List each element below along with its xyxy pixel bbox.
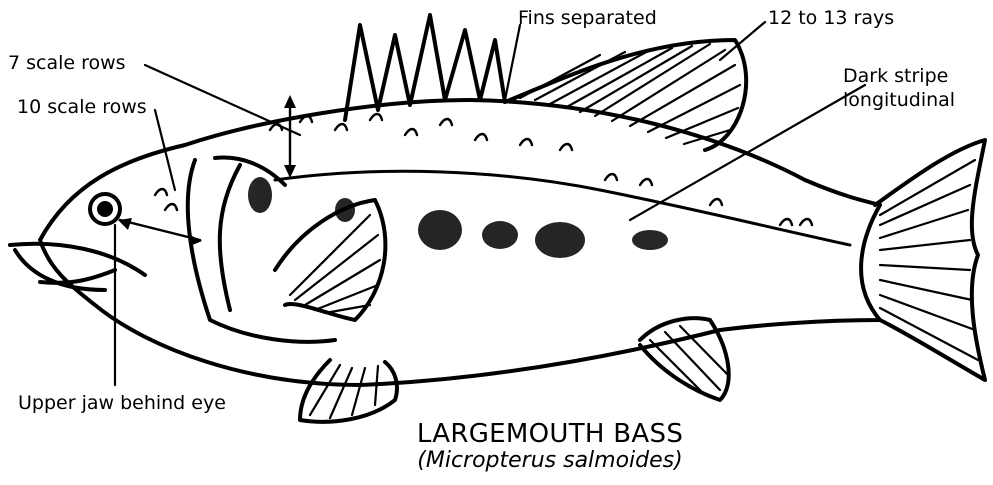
label-seven-scale-rows: 7 scale rows xyxy=(8,52,126,74)
fish-body-outline xyxy=(40,100,880,385)
label-upper-jaw: Upper jaw behind eye xyxy=(18,392,226,414)
label-ten-scale-rows: 10 scale rows xyxy=(17,96,147,118)
label-dark-stripe-line2: longitudinal xyxy=(843,89,955,111)
common-name-title: LARGEMOUTH BASS xyxy=(400,420,700,448)
scientific-name: (Micropterus salmoides) xyxy=(400,449,700,473)
label-dark-stripe-line1: Dark stripe xyxy=(843,65,948,87)
pectoral-fin xyxy=(275,200,385,320)
pelvic-fin xyxy=(300,360,397,422)
soft-dorsal-fin xyxy=(505,40,746,150)
label-fins-separated: Fins separated xyxy=(518,7,657,29)
spiny-dorsal-fin xyxy=(345,15,505,120)
label-rays: 12 to 13 rays xyxy=(768,7,894,29)
tail-fin xyxy=(875,140,985,380)
mouth-outline xyxy=(10,244,145,290)
label-dark-stripe: Dark stripe longitudinal xyxy=(843,64,983,112)
